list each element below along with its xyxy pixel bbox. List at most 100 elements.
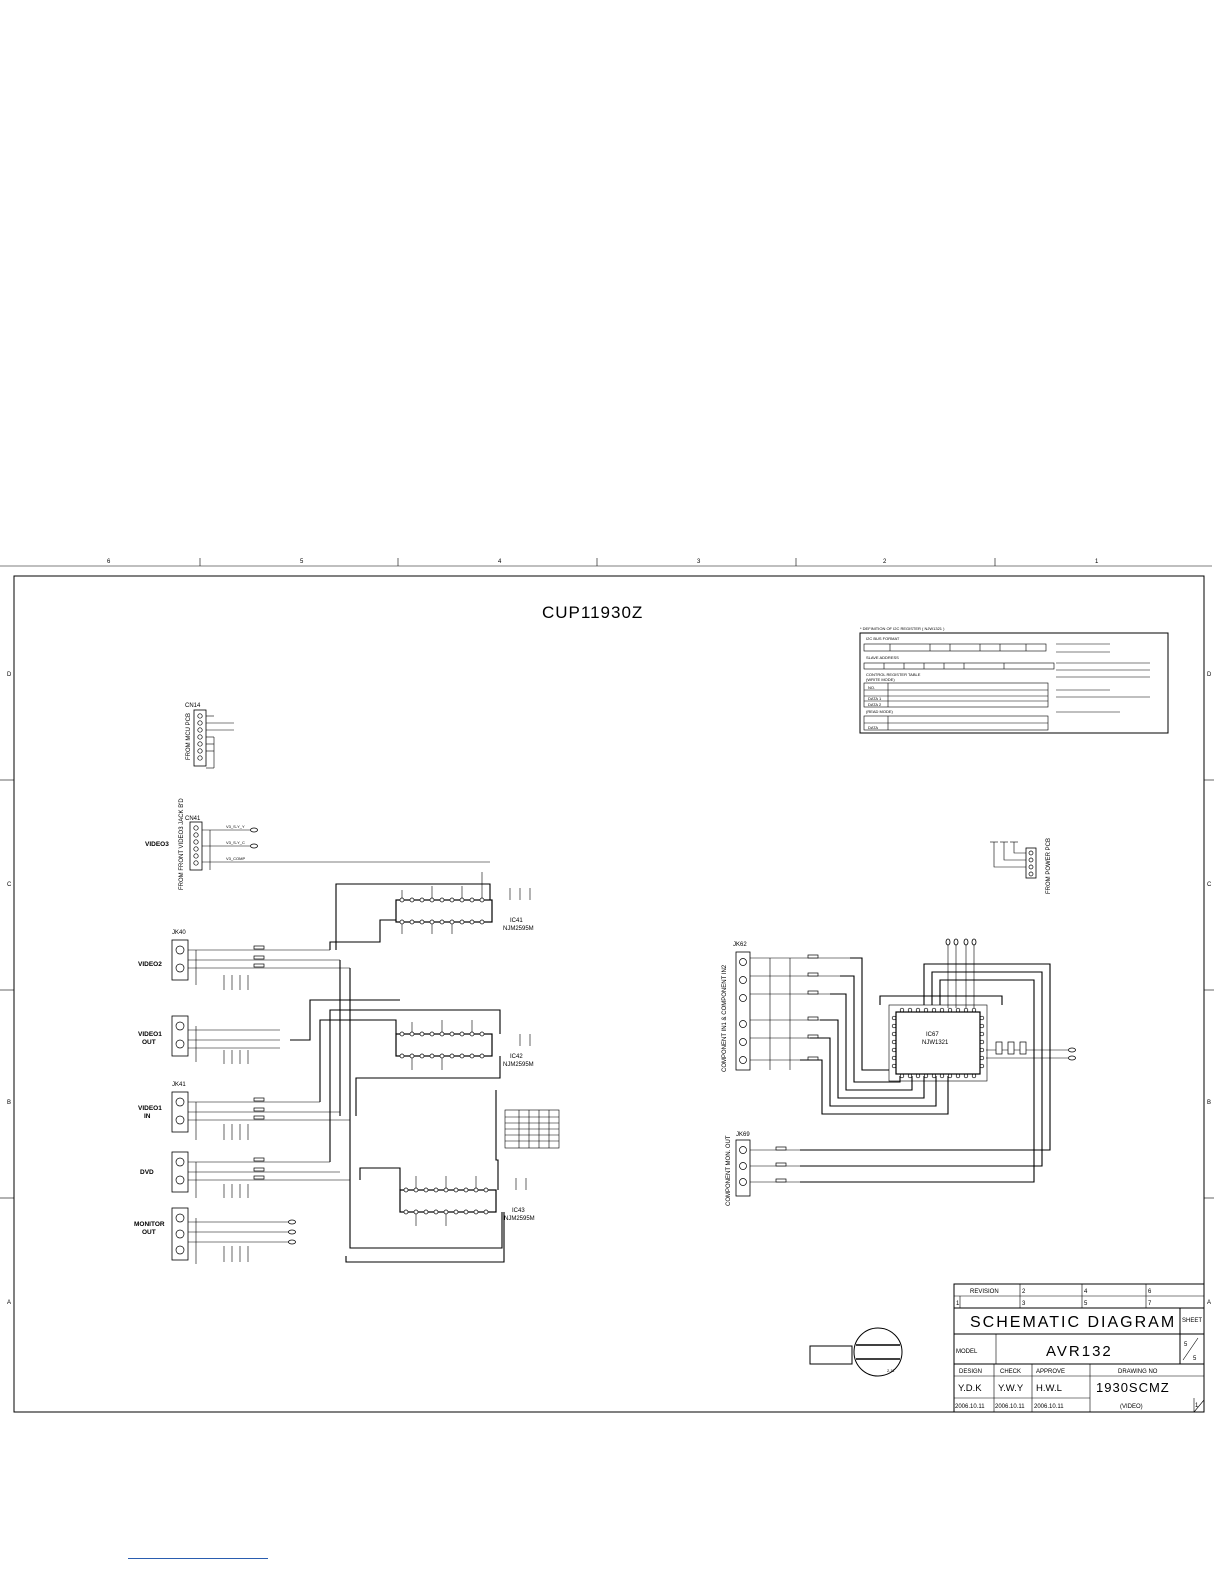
design-date: 2006.10.11 [955, 1404, 985, 1410]
zone-number: 3 [697, 559, 701, 565]
ic67-part: NJW1321 [922, 1040, 949, 1046]
jk40-ref: JK40 [172, 930, 186, 936]
register-row: I2C BUS FORMAT [866, 636, 900, 641]
option-table [504, 1109, 560, 1149]
dvd-label: DVD [140, 1169, 154, 1176]
check-label: CHECK [1000, 1369, 1021, 1375]
zone-letter: A [1207, 1300, 1211, 1306]
power-connector: FROM POWER PCB [990, 838, 1052, 894]
revision-number: 6 [1148, 1289, 1152, 1295]
page-link-underline [128, 1558, 268, 1559]
approve-date: 2006.10.11 [1034, 1404, 1064, 1410]
jk69-caption: COMPONENT MON. OUT [726, 1135, 732, 1206]
jk62-ref: JK62 [733, 942, 747, 948]
routing-wires-right [800, 957, 1051, 1183]
net-v3-c: V3_S-Y_C [226, 840, 245, 845]
ic41-part: NJM2595M [503, 926, 534, 932]
ic42-ref: IC42 [510, 1054, 523, 1060]
ic43-ref: IC43 [512, 1208, 525, 1214]
ic67-ref: IC67 [926, 1032, 939, 1038]
ic67: IC67 NJW1321 [888, 938, 1076, 1082]
approve-by: H.W.L [1036, 1383, 1062, 1394]
video2-label: VIDEO2 [138, 961, 162, 968]
zone-letter: C [7, 882, 12, 888]
zone-letter: B [7, 1100, 11, 1106]
register-cell: DATA [868, 725, 878, 730]
register-row: (READ MODE) [866, 709, 894, 714]
cn41-caption: FROM FRONT VIDEO3 JACK B'D [179, 798, 185, 890]
register-heading: * DEFINITION OF I2C REGISTER ( NJW1321 ) [860, 626, 945, 631]
register-row: CONTROL REGISTER TABLE [866, 672, 921, 677]
zone-number: 4 [498, 559, 502, 565]
cn14-ref: CN14 [185, 703, 201, 709]
zone-ruler-top: 6 5 4 3 2 1 [0, 558, 1212, 567]
zone-letter: D [7, 672, 12, 678]
dvd-jack: DVD [140, 1151, 350, 1198]
approve-label: APPROVE [1036, 1369, 1065, 1375]
sheet-number: 5 [1184, 1342, 1188, 1348]
ic41: IC41 NJM2595M [395, 872, 534, 934]
cn14-caption: FROM MCU PCB [186, 713, 192, 760]
model-label: MODEL [956, 1349, 978, 1355]
register-cell: NO. [868, 685, 875, 690]
diagram-heading: SCHEMATIC DIAGRAM [970, 1314, 1176, 1331]
video1-out-jack: VIDEO1 OUT [138, 1015, 280, 1062]
video1-out-label-1: VIDEO1 [138, 1031, 162, 1038]
video1-in-label-2: IN [144, 1113, 151, 1120]
revision-number: 1 [956, 1301, 960, 1307]
ic41-ref: IC41 [510, 918, 523, 924]
video1-in-label-1: VIDEO1 [138, 1105, 162, 1112]
routing-wires-left [290, 883, 505, 1263]
register-cell: DATA 2 [868, 702, 882, 707]
jk69-component-mon-out: JK69 COMPONENT MON. OUT [726, 1132, 800, 1206]
zone-letter: A [7, 1300, 11, 1306]
power-caption: FROM POWER PCB [1046, 838, 1052, 894]
jk41-ref: JK41 [172, 1082, 186, 1088]
drawing-number: 1930SCMZ [1096, 1380, 1170, 1395]
sheet-total: 5 [1193, 1356, 1197, 1362]
zone-ruler-sides: D C B A D C B A [0, 672, 1214, 1306]
net-v3-comp: V3_COMP [226, 856, 245, 861]
cn14-connector: CN14 FROM MCU PCB [185, 703, 234, 769]
cn41-connector: CN41 FROM FRONT VIDEO3 JACK B'D VIDEO3 V… [145, 798, 490, 890]
zone-letter: B [1207, 1100, 1211, 1106]
ic43-part: NJM2595M [504, 1216, 535, 1222]
drawing-no-label: DRAWING NO [1118, 1369, 1158, 1375]
title-block: REVISION 1 2 3 4 5 6 7 SCHEMATIC DIAGRAM… [953, 1283, 1205, 1413]
video1-out-label-2: OUT [142, 1039, 156, 1046]
design-label: DESIGN [959, 1369, 982, 1375]
drawing-subtitle: (VIDEO) [1120, 1404, 1143, 1410]
revision-number: 3 [1022, 1301, 1026, 1307]
register-row: SLAVE ADDRESS [866, 655, 899, 660]
ic42: IC42 NJM2595M [395, 1020, 534, 1070]
net-v3-y: V3_S-Y_Y [226, 824, 245, 829]
check-date: 2006.10.11 [995, 1404, 1025, 1410]
zone-letter: C [1207, 882, 1212, 888]
zone-letter: D [1207, 672, 1212, 678]
register-row: (WRITE MODE) [866, 677, 895, 682]
revision-number: 4 [1084, 1289, 1088, 1295]
i2c-register-box: * DEFINITION OF I2C REGISTER ( NJW1321 )… [859, 626, 1169, 734]
register-cell: DATA 1 [868, 696, 882, 701]
revision-number: 7 [1148, 1301, 1152, 1307]
zone-number: 5 [300, 559, 304, 565]
monitor-out-label-1: MONITOR [134, 1221, 165, 1228]
sheet-border [13, 575, 1205, 1413]
revision-label: REVISION [970, 1289, 999, 1295]
video3-label: VIDEO3 [145, 841, 169, 848]
page-mark: 1 [1195, 1403, 1199, 1409]
revision-number: 2 [1022, 1289, 1026, 1295]
pcb-stamp: 2.11 [809, 1327, 903, 1377]
design-by: Y.D.K [958, 1383, 982, 1394]
jk40-video2: JK40 VIDEO2 [138, 930, 350, 985]
ic43: IC43 NJM2595M [399, 1176, 535, 1226]
jk69-ref: JK69 [736, 1132, 750, 1138]
zone-number: 1 [1095, 559, 1099, 565]
sheet-title: CUP11930Z [542, 603, 643, 622]
zone-number: 2 [883, 559, 887, 565]
monitor-out-label-2: OUT [142, 1229, 156, 1236]
jk62-component-in: JK62 COMPONENT IN1 & COMPONENT IN2 [722, 942, 850, 1072]
check-by: Y.W.Y [998, 1383, 1024, 1394]
monitor-out-jack: MONITOR OUT [134, 1207, 290, 1264]
